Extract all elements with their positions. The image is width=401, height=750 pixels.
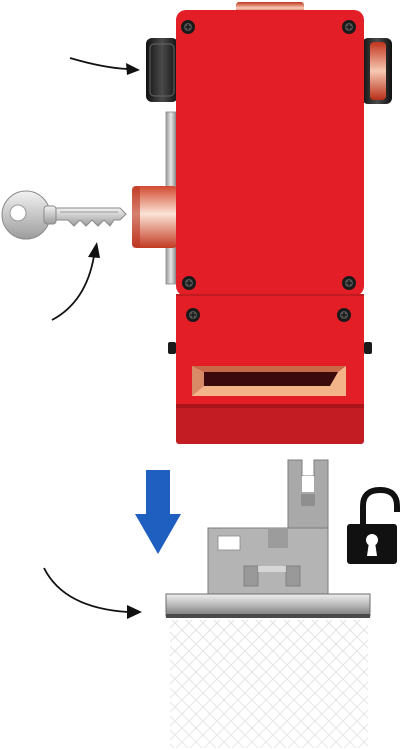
pointer-arrow-base xyxy=(43,567,142,619)
unlocked-padlock-icon xyxy=(347,486,400,564)
blue-down-arrow-icon xyxy=(135,470,181,554)
actuator-entry-slot xyxy=(192,366,346,396)
pointer-arrow-gland xyxy=(69,57,140,75)
curved-pointer-arrow-icon xyxy=(126,63,140,75)
screw-icon xyxy=(342,276,356,290)
actuator xyxy=(207,459,329,595)
screw-icon xyxy=(182,276,196,290)
screw-icon xyxy=(181,20,195,34)
door-frame-hatch xyxy=(170,620,368,748)
curved-pointer-arrow-icon xyxy=(127,605,142,619)
mounting-rail xyxy=(165,593,371,618)
housing-screws xyxy=(181,20,356,322)
screw-icon xyxy=(342,20,356,34)
pointer-arrow-key xyxy=(51,242,100,321)
head-side-clips xyxy=(168,342,372,354)
right-cable-gland xyxy=(362,38,392,104)
curved-pointer-arrow-icon xyxy=(88,242,100,258)
key-icon xyxy=(1,190,127,240)
screw-icon xyxy=(186,308,200,322)
left-cable-gland xyxy=(146,38,178,102)
screw-icon xyxy=(337,308,351,322)
key-cylinder xyxy=(132,186,178,248)
